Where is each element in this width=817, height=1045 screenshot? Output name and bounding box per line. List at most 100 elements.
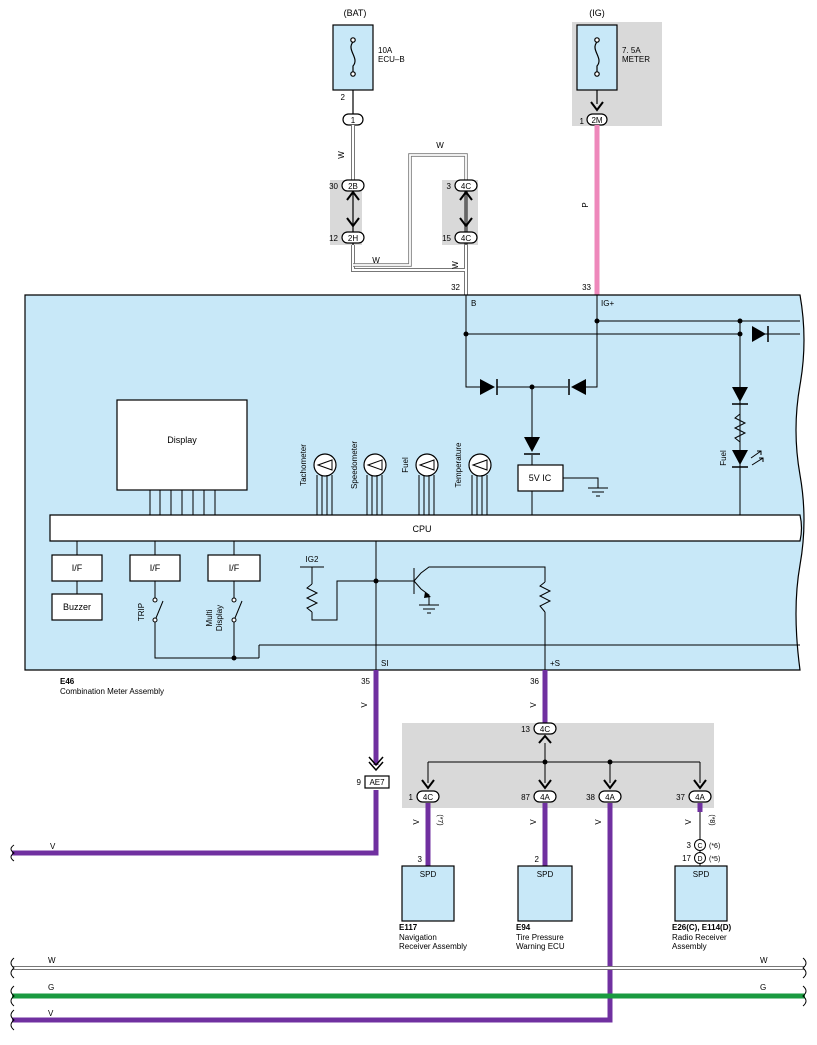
display-bus xyxy=(149,490,216,515)
receiver-navigation-box xyxy=(401,865,455,922)
if-label-1: I/F xyxy=(72,563,83,573)
pin-30: 30 xyxy=(329,182,338,191)
branch-2-pin: 87 xyxy=(521,793,530,802)
junction-4c-bottom-shade xyxy=(402,723,714,808)
resistor-ig2 xyxy=(305,583,319,613)
connector-branch-4-label: 4A xyxy=(695,793,705,802)
radio-connector-c xyxy=(694,839,706,851)
ig-fuse-icon xyxy=(594,37,600,77)
receiver-navigation-pin: 3 xyxy=(418,855,423,864)
bat-connector-label: 1 xyxy=(351,116,356,125)
junction-4c-arrow xyxy=(538,734,552,744)
receiver-tire-code: E94 xyxy=(516,923,531,932)
resistor-fuel xyxy=(733,404,747,450)
if-box-2 xyxy=(129,554,181,582)
if-box-1 xyxy=(51,554,103,582)
transistor-arrow xyxy=(424,592,431,598)
ig-fuse-amp: 7. 5A xyxy=(622,46,641,55)
meter-lower-wiring xyxy=(76,541,800,670)
junction-4c-bus xyxy=(427,743,701,783)
connector-2h xyxy=(341,231,365,244)
meter-pin-ig-label: IG+ xyxy=(601,299,614,308)
ig-pin: 1 xyxy=(580,117,585,126)
bus-label-v-left: V xyxy=(48,1009,54,1018)
wire-label-p: P xyxy=(581,202,590,207)
bus-label-g-right: G xyxy=(760,983,766,992)
wire-label-w1: W xyxy=(337,151,346,159)
si-label: SI xyxy=(381,659,389,668)
fuel-led-label: Fuel xyxy=(719,450,728,466)
radio-connector-d xyxy=(694,852,706,864)
bus-label-w-left: W xyxy=(48,956,56,965)
ig-fuse-box xyxy=(576,24,618,91)
branch-1-pin: 1 xyxy=(409,793,414,802)
branch-1-note: (*7) xyxy=(436,814,443,825)
junction-4c-node-2 xyxy=(607,759,613,765)
radio-connector-d-pin: 17 xyxy=(682,854,691,863)
branch-arrows xyxy=(421,779,707,790)
fuel-led-icon xyxy=(732,450,764,468)
node-led xyxy=(737,331,743,337)
radio-connector-d-note: (*5) xyxy=(709,856,720,863)
wire-label-v3: V xyxy=(412,819,421,825)
receiver-tire-name2: Warning ECU xyxy=(516,942,565,951)
connector-ae7-label: AE7 xyxy=(369,778,385,787)
pin-9: 9 xyxy=(357,778,362,787)
connector-branch-3-label: 4A xyxy=(605,793,615,802)
meter-pin-32: 32 xyxy=(451,283,460,292)
receiver-navigation-spd: SPD xyxy=(420,870,437,879)
s-label: +S xyxy=(550,659,560,668)
wire-label-v4: V xyxy=(529,819,538,825)
gauge-speedometer xyxy=(363,453,387,515)
receiver-navigation-code: E117 xyxy=(399,923,418,932)
gauge-temperature-label: Temperature xyxy=(454,442,463,487)
node-fuel xyxy=(737,318,743,324)
receiver-radio-box xyxy=(674,865,728,922)
bat-pin: 2 xyxy=(341,93,346,102)
bat-fuse-box xyxy=(332,24,374,91)
violet-wire xyxy=(12,670,703,1023)
ic-5v-label: 5V IC xyxy=(529,473,552,483)
connector-4c-top-label: 4C xyxy=(461,182,471,191)
wire-label-v5: V xyxy=(594,819,603,825)
wire-label-w4: W xyxy=(451,261,460,269)
cpu-bar xyxy=(49,514,803,542)
connector-2b-label: 2B xyxy=(348,182,358,191)
branch-4-pin: 37 xyxy=(676,793,685,802)
receiver-radio-code: E26(C), E114(D) xyxy=(672,923,731,932)
diode-left xyxy=(480,379,498,395)
connector-branch-3 xyxy=(598,790,622,803)
multi-display-label-1: Multi xyxy=(205,609,214,626)
wire-label-v2: V xyxy=(529,702,538,708)
receiver-tire-pin: 2 xyxy=(535,855,540,864)
ground-icon-transistor xyxy=(419,604,439,614)
node-si xyxy=(373,578,379,584)
multi-display-label-2: Display xyxy=(215,605,224,631)
display-box xyxy=(116,399,248,491)
node-b xyxy=(463,331,469,337)
bus-label-g-left: G xyxy=(48,983,54,992)
arrow-2b xyxy=(346,190,360,228)
break-marks-right xyxy=(802,957,807,1007)
gauge-speedometer-label: Speedometer xyxy=(350,441,359,489)
receiver-radio-name1: Radio Receiver xyxy=(672,933,727,942)
ig-label: (IG) xyxy=(589,8,605,18)
gauge-tachometer xyxy=(313,453,337,515)
ig2-label: IG2 xyxy=(306,555,319,564)
pin-12: 12 xyxy=(329,234,338,243)
connector-2h-label: 2H xyxy=(348,234,358,243)
break-marks-left xyxy=(10,844,15,1031)
ig-connector-label: 2M xyxy=(591,116,602,125)
branch-3-pin: 38 xyxy=(586,793,595,802)
meter-pin-33: 33 xyxy=(582,283,591,292)
connector-ae7 xyxy=(364,775,390,789)
radio-connector-d-letter: D xyxy=(697,856,702,863)
ae7-arrow xyxy=(368,756,384,772)
receiver-navigation-name2: Receiver Assembly xyxy=(399,942,467,951)
arrow-4c xyxy=(459,190,473,228)
bus-label-v-top: V xyxy=(50,842,56,851)
receiver-tire-spd: SPD xyxy=(537,870,554,879)
gauge-tachometer-label: Tachometer xyxy=(299,444,308,486)
meter-name: Combination Meter Assembly xyxy=(60,687,164,696)
